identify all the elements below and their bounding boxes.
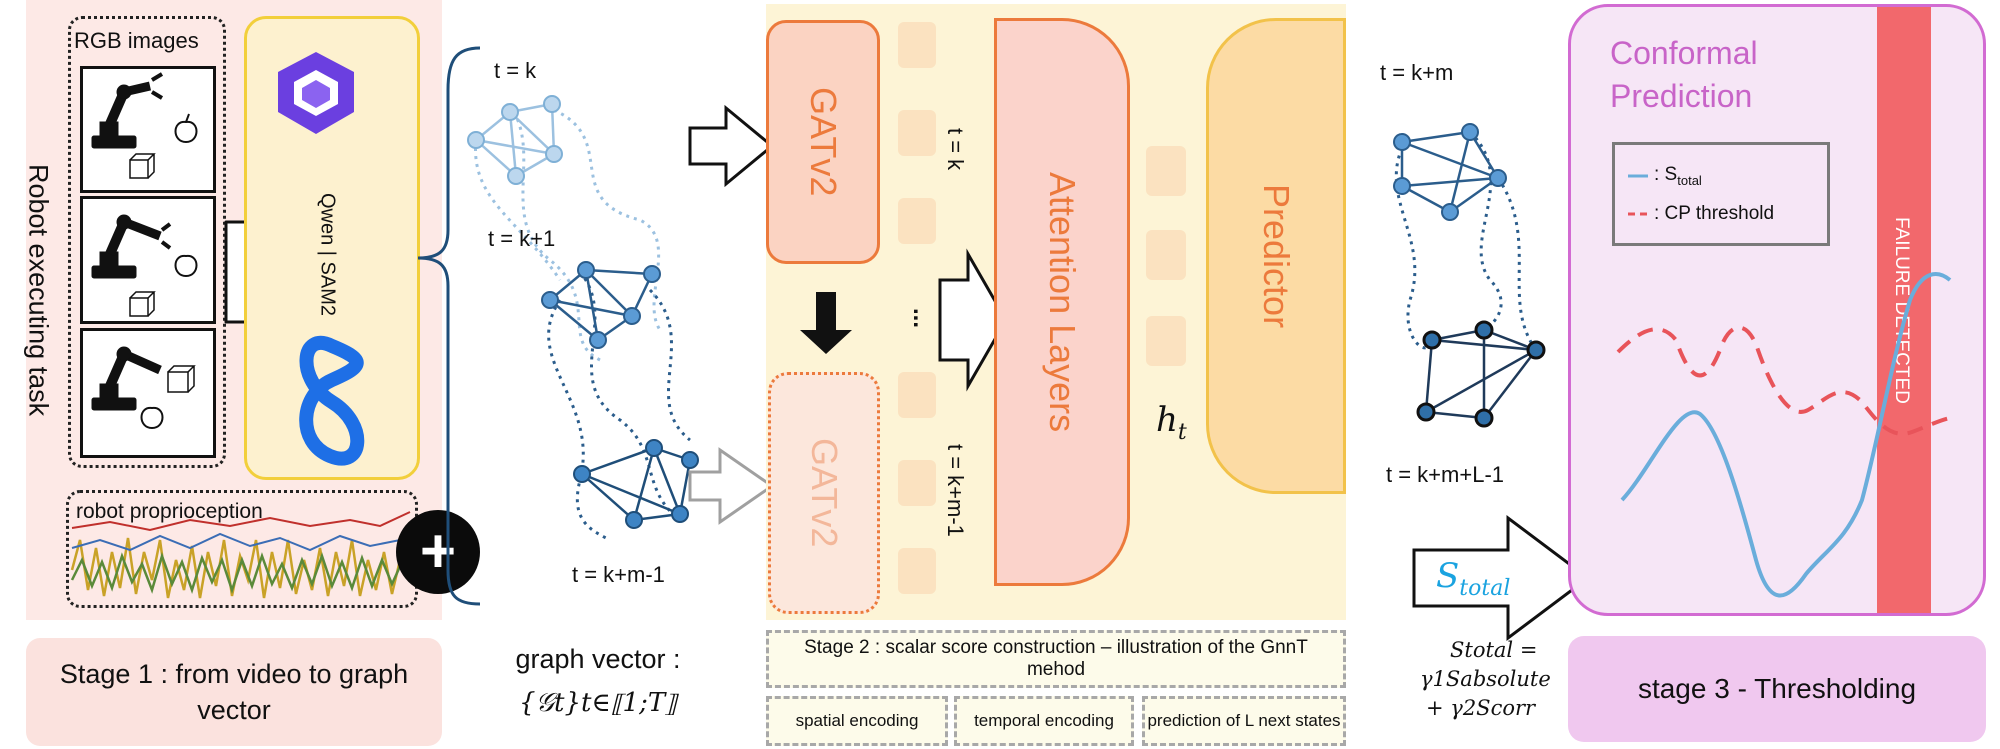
gat-bottom-label: GATv2	[804, 438, 845, 548]
arrow-score-to-threshold	[1412, 515, 1591, 641]
hidden-token	[1146, 316, 1186, 366]
proprioception-label: robot proprioception	[76, 500, 263, 523]
gat-bottom-box: GATv2	[768, 372, 880, 614]
apple-icon	[174, 254, 198, 278]
cube-icon	[129, 291, 156, 317]
graph-caption-math: {𝒢t}t∈⟦1;T⟧	[518, 688, 678, 718]
token	[898, 198, 936, 244]
graph-time-label-2: t = k+1	[488, 226, 556, 251]
stage3-caption-box: stage 3 - Thresholding	[1568, 636, 1986, 742]
attention-layers-box: Attention Layers	[994, 18, 1130, 586]
token	[898, 110, 936, 156]
token	[898, 22, 936, 68]
robot-arm-icon	[91, 72, 164, 149]
hidden-token	[1146, 230, 1186, 280]
gat-top-box: GATv2	[766, 20, 880, 264]
stage3-panel	[1568, 4, 1986, 616]
future-time-label-top: t = k+m	[1380, 60, 1454, 85]
attention-layers-label: Attention Layers	[1042, 171, 1083, 433]
hidden-token	[1146, 146, 1186, 196]
stage2-sub-3-label: prediction of L next states	[1147, 711, 1341, 730]
plus-label: +	[419, 517, 457, 586]
token-label-bottom: t = k+m-1	[943, 443, 968, 537]
formula-line-2: γ1Sabsolute	[1420, 667, 1551, 691]
stage2-sub-1-label: spatial encoding	[795, 711, 919, 730]
graph-time-label-3: t = k+m-1	[572, 562, 665, 587]
robot-arm-icon	[91, 346, 162, 411]
stage3-legend	[1612, 142, 1830, 246]
legend-s-total: : Stotal	[1654, 164, 1702, 188]
failure-band	[1877, 7, 1931, 613]
token	[898, 548, 936, 594]
token-dots: ...	[908, 307, 935, 328]
stage2-sub-2: temporal encoding	[954, 696, 1134, 746]
stage3-title-1: Conformal	[1610, 35, 1758, 71]
predictor-label: Predictor	[1256, 183, 1297, 329]
robot-arm-icon	[91, 214, 172, 279]
cube-icon	[167, 365, 196, 393]
legend-s-sub: total	[1677, 172, 1702, 188]
stage1-caption: Stage 1 : from video to graph vector	[59, 659, 409, 725]
s-total-sub: total	[1459, 575, 1511, 601]
cp-threshold-line	[1616, 325, 1951, 436]
score-formula: Stotal = γ1Sabsolute + γ2Scorr	[1420, 636, 1630, 723]
stage3-title-2: Prediction	[1610, 78, 1753, 114]
predictor-box: Predictor	[1206, 18, 1346, 494]
s-total-line	[1620, 272, 1952, 598]
graph-time-label-1: t = k	[494, 58, 537, 83]
stage2-sub-3: prediction of L next states	[1142, 696, 1346, 746]
stage2-sub-2-label: temporal encoding	[974, 711, 1114, 730]
model-label: Qwen | SAM2	[316, 193, 339, 317]
stage2-caption: Stage 2 : scalar score construction – il…	[804, 637, 1308, 680]
gat-top-label: GATv2	[803, 87, 844, 197]
stage2-caption-box: Stage 2 : scalar score construction – il…	[766, 630, 1346, 688]
cube-icon	[129, 153, 156, 179]
apple-icon	[174, 113, 198, 144]
stage3-caption: stage 3 - Thresholding	[1637, 673, 1917, 704]
ht-sub: t	[1177, 419, 1187, 445]
curly-brace	[417, 46, 481, 606]
apple-icon	[140, 406, 164, 430]
legend-s-label: : S	[1654, 164, 1678, 185]
token	[898, 460, 936, 506]
ht-main: h	[1156, 400, 1178, 440]
s-total-main: S	[1436, 556, 1460, 596]
stage1-side-label: Robot executing task	[23, 163, 54, 417]
formula-line-1: Stotal =	[1450, 638, 1538, 662]
arrow-graph-to-gat	[688, 447, 775, 525]
stage1-caption-box: Stage 1 : from video to graph vector	[26, 638, 442, 746]
s-total-arrow-label: Stotal	[1436, 556, 1510, 601]
legend-cp: : CP threshold	[1654, 203, 1775, 224]
stage3-title: Conformal Prediction	[1610, 32, 1758, 118]
token-label-top: t = k	[943, 127, 968, 171]
plus-icon: +	[396, 510, 480, 594]
formula-line-3: + γ2Scorr	[1426, 696, 1536, 720]
rgb-images-label: RGB images	[74, 28, 199, 53]
graph-caption-line1: graph vector :	[515, 644, 681, 674]
stage2-sub-1: spatial encoding	[766, 696, 948, 746]
hidden-state-label: ht	[1156, 400, 1187, 445]
token	[898, 372, 936, 418]
future-time-label-bottom: t = k+m+L-1	[1386, 462, 1505, 487]
